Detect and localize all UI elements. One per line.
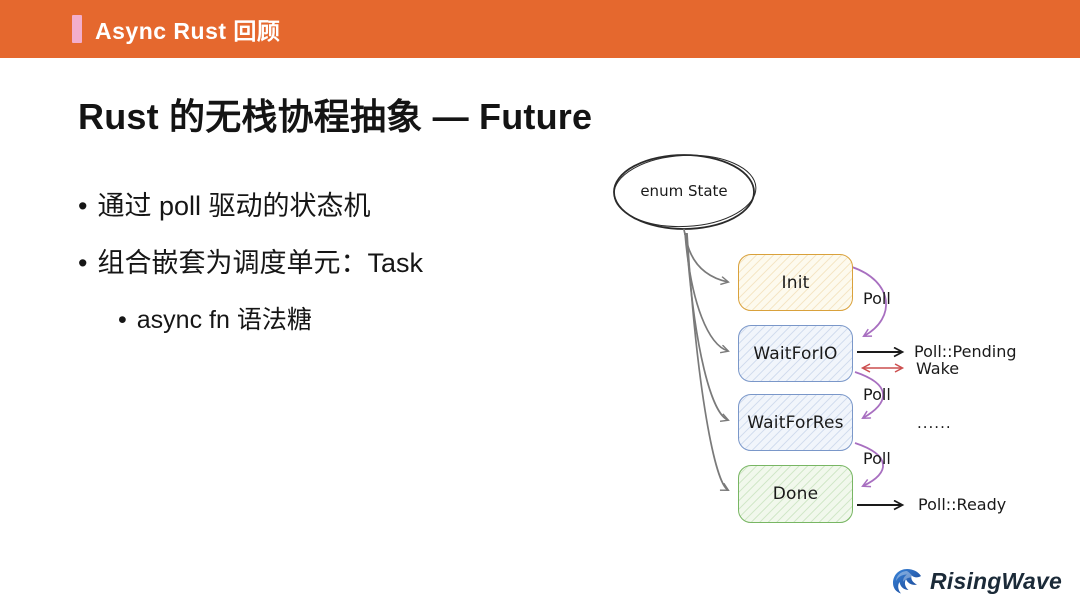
bullet-item: • 通过 poll 驱动的状态机	[78, 190, 423, 222]
logo-text: RisingWave	[930, 568, 1062, 594]
bullet-label: 通过 poll 驱动的状态机	[97, 191, 371, 221]
header-accent-bar	[72, 15, 82, 43]
risingwave-logo: RisingWave	[891, 568, 1062, 595]
poll-pending-label: Poll::Pending	[914, 342, 1017, 361]
result-arrows	[857, 352, 902, 505]
poll-ready-label: Poll::Ready	[918, 495, 1007, 514]
bullet-marker: •	[78, 248, 88, 278]
state-box-done: Done	[738, 465, 853, 523]
poll-arrows	[851, 266, 887, 486]
state-box-init: Init	[738, 254, 853, 311]
poll-label-3: Poll	[863, 449, 891, 468]
state-machine-diagram: enum State Init WaitForIO WaitForRes Don…	[600, 140, 1080, 570]
poll-label-1: Poll	[863, 289, 891, 308]
bullet-marker: •	[78, 191, 88, 221]
state-box-waitforres: WaitForRes	[738, 394, 853, 451]
header-bar: Async Rust 回顾	[0, 0, 1080, 58]
wake-label: Wake	[916, 359, 960, 378]
header-title: Async Rust 回顾	[95, 18, 281, 44]
poll-label-2: Poll	[863, 385, 891, 404]
bullet-label: async fn 语法糖	[136, 306, 312, 334]
slide-title: Rust 的无栈协程抽象 — Future	[78, 96, 593, 137]
fan-arrows	[683, 228, 728, 490]
state-box-waitforio: WaitForIO	[738, 325, 853, 382]
bullet-sub-item: • async fn 语法糖	[118, 304, 423, 336]
bullet-marker: •	[118, 306, 127, 334]
bullet-label: 组合嵌套为调度单元：Task	[97, 248, 423, 278]
bullet-list: • 通过 poll 驱动的状态机 • 组合嵌套为调度单元：Task • asyn…	[78, 190, 423, 336]
wave-icon	[893, 569, 922, 594]
enum-state-label: enum State	[640, 182, 728, 200]
ellipsis-label: ......	[917, 414, 952, 432]
enum-state-ellipse	[613, 154, 757, 230]
diagram-connectors	[613, 154, 1080, 570]
bullet-item: • 组合嵌套为调度单元：Task	[78, 247, 423, 279]
